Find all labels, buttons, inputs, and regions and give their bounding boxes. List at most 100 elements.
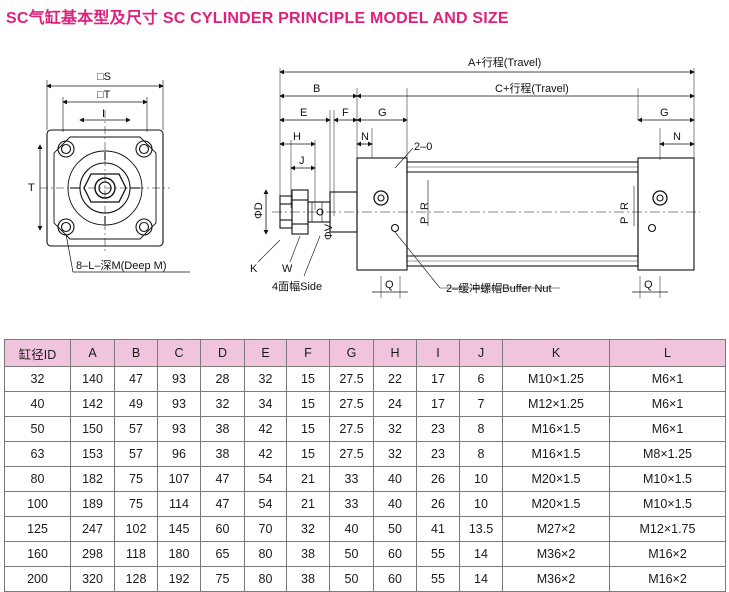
table-cell: 17 [416, 391, 460, 417]
table-cell: 23 [416, 416, 460, 442]
label-i: I [102, 108, 105, 120]
table-cell: 140 [70, 366, 115, 392]
table-cell: 27.5 [329, 391, 374, 417]
table-cell: 102 [114, 516, 158, 542]
table-cell: 33 [329, 466, 374, 492]
table-cell: 80 [244, 566, 287, 592]
label-r-left: R [419, 202, 431, 210]
table-cell: 23 [416, 441, 460, 467]
table-cell: 200 [4, 566, 71, 592]
table-cell: 32 [286, 516, 330, 542]
table-cell: 125 [4, 516, 71, 542]
table-cell: 6 [459, 366, 503, 392]
table-cell: 7 [459, 391, 503, 417]
label-side: 4面幅Side [272, 280, 322, 293]
table-cell: 80 [244, 541, 287, 567]
table-cell: 320 [70, 566, 115, 592]
table-cell: 21 [286, 491, 330, 517]
table-cell: 24 [373, 391, 417, 417]
label-g-left: G [378, 107, 387, 119]
table-cell: 192 [157, 566, 201, 592]
table-cell: 93 [157, 391, 201, 417]
table-cell: M6×1 [609, 416, 726, 442]
table-cell: 21 [286, 466, 330, 492]
label-w: W [282, 263, 293, 275]
column-header: A [70, 339, 115, 367]
label-b: B [313, 83, 320, 95]
table-cell: M27×2 [502, 516, 610, 542]
table-cell: 57 [114, 441, 158, 467]
table-cell: 180 [157, 541, 201, 567]
table-cell: 49 [114, 391, 158, 417]
label-2-0: 2–0 [414, 141, 432, 153]
table-cell: M16×1.5 [502, 416, 610, 442]
table-cell: 50 [329, 541, 374, 567]
table-cell: M10×1.5 [609, 491, 726, 517]
column-header: F [286, 339, 330, 367]
table-cell: 32 [200, 391, 245, 417]
column-header: B [114, 339, 158, 367]
table-cell: 14 [459, 541, 503, 567]
table-cell: 54 [244, 491, 287, 517]
table-cell: 26 [416, 466, 460, 492]
label-j: J [299, 155, 305, 167]
table-cell: 50 [329, 566, 374, 592]
table-cell: 42 [244, 441, 287, 467]
label-k: K [250, 263, 258, 275]
table-cell: M12×1.75 [609, 516, 726, 542]
table-cell: 38 [286, 566, 330, 592]
table-cell: 15 [286, 441, 330, 467]
label-phi-d: ΦD [253, 202, 265, 219]
table-cell: 298 [70, 541, 115, 567]
table-cell: 14 [459, 566, 503, 592]
label-h: H [293, 131, 301, 143]
table-cell: 96 [157, 441, 201, 467]
table-cell: 10 [459, 491, 503, 517]
column-header: I [416, 339, 460, 367]
label-n-right: N [673, 131, 681, 143]
table-cell: 47 [200, 491, 245, 517]
table-cell: 70 [244, 516, 287, 542]
table-cell: 107 [157, 466, 201, 492]
table-cell: 15 [286, 416, 330, 442]
label-e: E [300, 107, 307, 119]
table-cell: 15 [286, 366, 330, 392]
table-cell: M20×1.5 [502, 466, 610, 492]
table-cell: 27.5 [329, 441, 374, 467]
table-cell: 118 [114, 541, 158, 567]
table-cell: 60 [373, 566, 417, 592]
label-square-s: □S [97, 71, 111, 83]
table-cell: 93 [157, 416, 201, 442]
table-cell: 47 [114, 366, 158, 392]
table-cell: 60 [373, 541, 417, 567]
label-q-right: Q [644, 279, 653, 291]
page-title: SC气缸基本型及尺寸 SC CYLINDER PRINCIPLE MODEL A… [6, 10, 509, 27]
table-cell: 93 [157, 366, 201, 392]
column-header: 缸径ID [4, 339, 71, 367]
table-cell: 128 [114, 566, 158, 592]
table-cell: 57 [114, 416, 158, 442]
label-c-travel: C+行程(Travel) [495, 82, 569, 95]
table-cell: 27.5 [329, 366, 374, 392]
table-cell: M10×1.5 [609, 466, 726, 492]
table-cell: 22 [373, 366, 417, 392]
table-cell: 33 [329, 491, 374, 517]
table-cell: 50 [373, 516, 417, 542]
label-q-left: Q [385, 279, 394, 291]
table-cell: 114 [157, 491, 201, 517]
column-header: E [244, 339, 287, 367]
table-cell: M10×1.25 [502, 366, 610, 392]
table-cell: M16×1.5 [502, 441, 610, 467]
label-deep-m: 8–L–深M(Deep M) [76, 259, 166, 272]
label-buffer-nut: 2–缓冲螺帽Buffer Nut [446, 281, 552, 295]
